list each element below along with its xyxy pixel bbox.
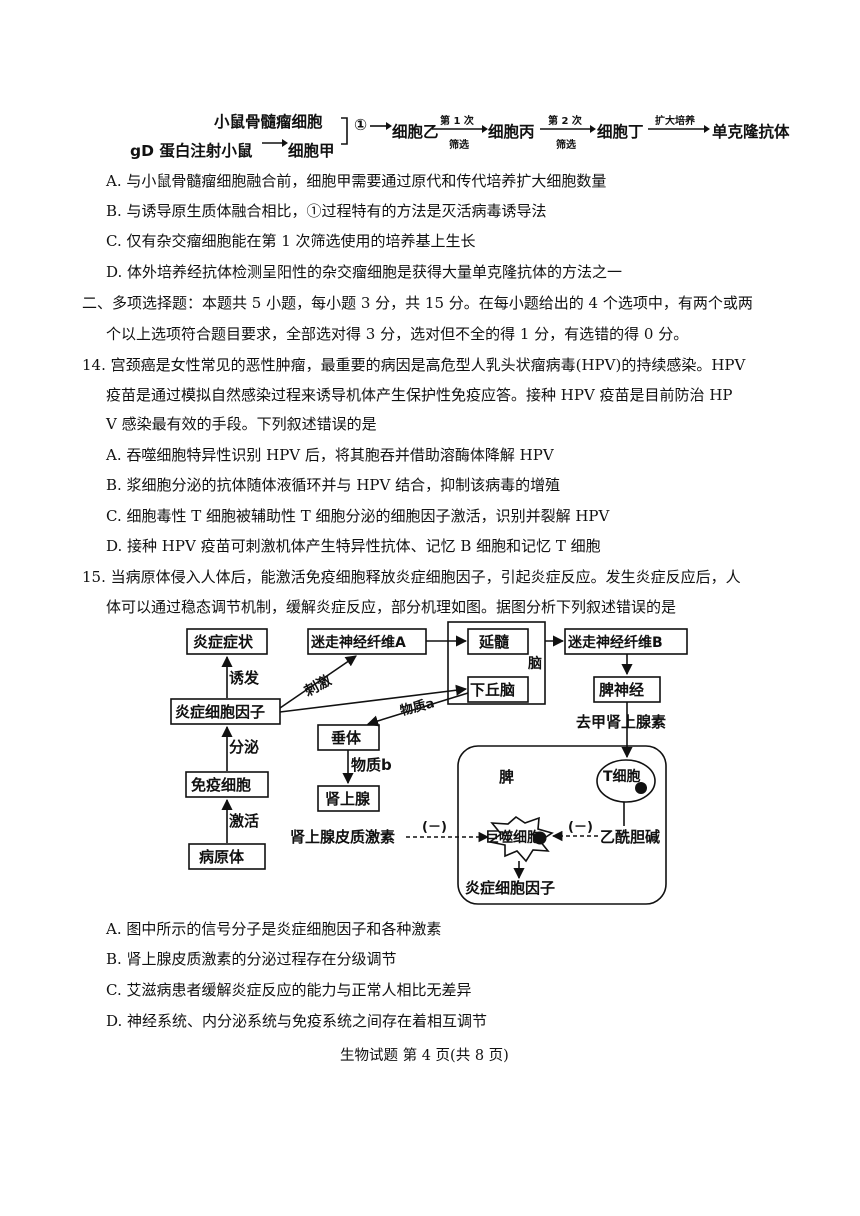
section2-line2: 个以上选项符合题目要求，全部选对得 3 分，选对但不全的得 1 分，有选错的得 … xyxy=(106,325,689,343)
page-footer: 生物试题 第 4 页(共 8 页) xyxy=(340,1048,509,1064)
flow-product: 单克隆抗体 xyxy=(712,123,790,141)
label-norepinephrine: 去甲肾上腺素 xyxy=(576,713,666,731)
q14-option-c: C. 细胞毒性 T 细胞被辅助性 T 细胞分泌的细胞因子激活，识别并裂解 HPV xyxy=(106,507,610,525)
label-activate: 激活 xyxy=(229,812,259,830)
q13-option-a: A. 与小鼠骨髓瘤细胞融合前，细胞甲需要通过原代和传代培养扩大细胞数量 xyxy=(106,172,607,190)
label-acetylcholine: 乙酰胆碱 xyxy=(600,828,660,846)
label-cortex-hormone: 肾上腺皮质激素 xyxy=(290,828,395,846)
label-adrenal: 肾上腺 xyxy=(325,790,371,808)
flow-step1: ① xyxy=(354,116,368,134)
flow-arrow-2 xyxy=(370,122,392,130)
q14-option-b: B. 浆细胞分泌的抗体随体液循环并与 HPV 结合，抑制该病毒的增殖 xyxy=(106,476,561,494)
box-symptom xyxy=(186,628,268,655)
flow-cell-jia: 细胞甲 xyxy=(288,142,335,160)
flow-cell-bing: 细胞丙 xyxy=(488,123,535,141)
flow-mouse-myeloma: 小鼠骨髓瘤细胞 xyxy=(214,113,323,131)
flow-screen2-top: 第 2 次 xyxy=(548,116,582,127)
label-substance-b: 物质b xyxy=(351,756,392,774)
label-stimulate: 刺激 xyxy=(301,672,334,700)
box-brain xyxy=(447,621,546,705)
box-spleen xyxy=(457,745,667,905)
label-vagus-b: 迷走神经纤维B xyxy=(567,634,663,651)
flow-arrow-4 xyxy=(540,125,596,133)
label-inhibit-right: (－) xyxy=(568,820,593,835)
label-secrete: 分泌 xyxy=(229,738,259,756)
q14-stem-line2: 疫苗是通过模拟自然感染过程来诱导机体产生保护性免疫应答。接种 HPV 疫苗是目前… xyxy=(106,386,733,404)
q13-option-b: B. 与诱导原生质体融合相比，①过程特有的方法是灭活病毒诱导法 xyxy=(106,202,547,220)
label-induce: 诱发 xyxy=(229,669,260,687)
label-macrophage: 巨噬细胞 xyxy=(485,829,541,846)
q15-option-d: D. 神经系统、内分泌系统与免疫系统之间存在着相互调节 xyxy=(106,1012,488,1030)
label-cytokine: 炎症细胞因子 xyxy=(175,703,265,721)
shape-macrophage xyxy=(488,815,554,863)
q14-stem-line1: 14. 宫颈癌是女性常见的恶性肿瘤，最重要的病因是高危型人乳头状瘤病毒(HPV)… xyxy=(82,356,746,374)
q15-option-a: A. 图中所示的信号分子是炎症细胞因子和各种激素 xyxy=(106,920,442,938)
q14-option-a: A. 吞噬细胞特异性识别 HPV 后，将其胞吞并借助溶酶体降解 HPV xyxy=(106,446,554,464)
label-spleen-nerve: 脾神经 xyxy=(599,681,644,699)
label-substance-a: 物质a xyxy=(398,695,436,719)
label-pathogen: 病原体 xyxy=(199,848,245,866)
box-adrenal xyxy=(317,785,380,812)
flow-arrow-3 xyxy=(432,125,488,133)
label-pituitary: 垂体 xyxy=(331,729,362,747)
flow-screen2-bottom: 筛选 xyxy=(556,140,576,151)
q15-stem-line1: 15. 当病原体侵入人体后，能激活免疫细胞释放炎症细胞因子，引起炎症反应。发生炎… xyxy=(82,568,741,586)
flow-cell-yi: 细胞乙 xyxy=(392,123,439,141)
q15-option-b: B. 肾上腺皮质激素的分泌过程存在分级调节 xyxy=(106,950,397,968)
flow-screen1-bottom: 筛选 xyxy=(449,140,469,151)
q15-option-c: C. 艾滋病患者缓解炎症反应的能力与正常人相比无差异 xyxy=(106,981,472,999)
q13-option-c: C. 仅有杂交瘤细胞能在第 1 次筛选使用的培养基上生长 xyxy=(106,232,476,250)
label-t-cell: T细胞 xyxy=(603,768,641,785)
label-medulla: 延髓 xyxy=(478,633,510,651)
q13-option-d: D. 体外培养经抗体检测呈阳性的杂交瘤细胞是获得大量单克隆抗体的方法之一 xyxy=(106,263,623,281)
shape-t-cell xyxy=(596,759,656,803)
q14-stem-line3: V 感染最有效的手段。下列叙述错误的是 xyxy=(106,415,377,433)
box-vagus-b xyxy=(564,628,688,655)
label-symptom: 炎症症状 xyxy=(193,633,254,651)
box-pathogen xyxy=(188,843,266,870)
flow-bracket xyxy=(341,117,348,145)
label-immune-cell: 免疫细胞 xyxy=(191,776,251,794)
flow-arrow-5 xyxy=(648,125,710,133)
label-hypothalamus: 下丘脑 xyxy=(470,681,515,699)
label-vagus-a: 迷走神经纤维A xyxy=(310,634,406,651)
q15-stem-line2: 体可以通过稳态调节机制，缓解炎症反应，部分机理如图。据图分析下列叙述错误的是 xyxy=(106,598,677,616)
flow-arrow-1 xyxy=(262,139,288,147)
label-spleen-cytokine: 炎症细胞因子 xyxy=(465,879,555,897)
flow-gd-mouse: gD 蛋白注射小鼠 xyxy=(130,142,253,160)
label-brain: 脑 xyxy=(528,655,542,672)
box-hypothalamus xyxy=(467,676,529,703)
label-spleen: 脾 xyxy=(499,768,514,786)
box-immune-cell xyxy=(185,771,269,798)
macrophage-nucleus xyxy=(533,831,547,845)
flow-cell-ding: 细胞丁 xyxy=(597,123,644,141)
section2-line1: 二、多项选择题：本题共 5 小题，每小题 3 分，共 15 分。在每小题给出的 … xyxy=(82,294,753,312)
flow-screen1-top: 第 1 次 xyxy=(440,116,474,127)
label-inhibit-left: (－) xyxy=(422,820,447,835)
q14-option-d: D. 接种 HPV 疫苗可刺激机体产生特异性抗体、记忆 B 细胞和记忆 T 细胞 xyxy=(106,537,601,555)
flow-expand: 扩大培养 xyxy=(655,116,695,127)
box-medulla xyxy=(467,628,529,655)
t-cell-nucleus xyxy=(635,782,647,794)
